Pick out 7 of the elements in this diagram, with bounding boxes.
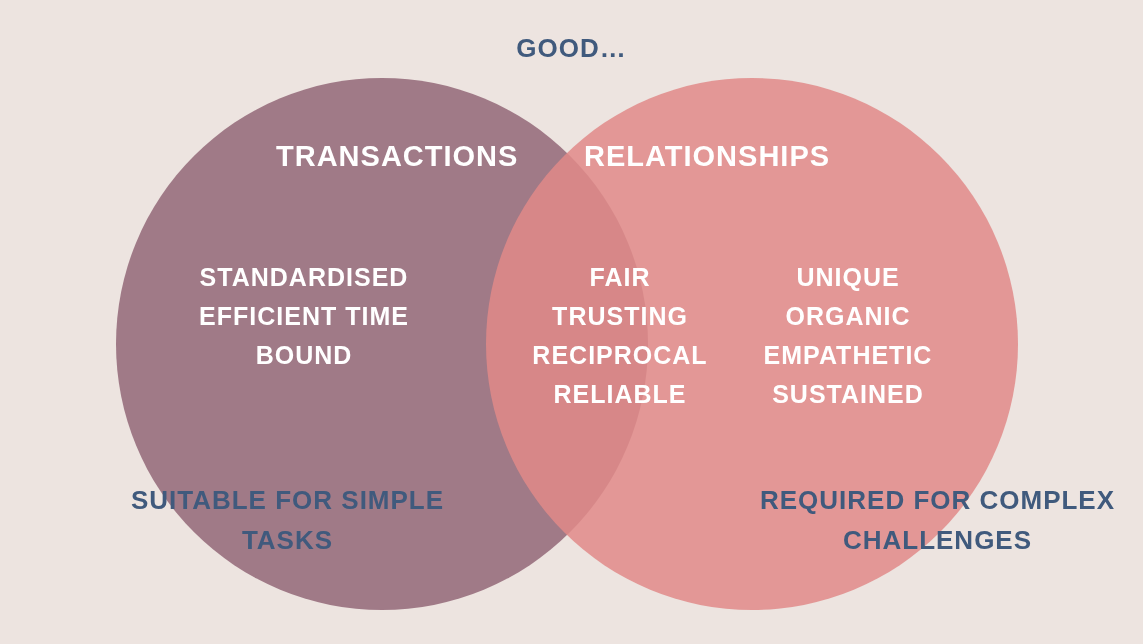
trait-list: UNIQUE ORGANIC EMPATHETIC SUSTAINED [748,258,948,414]
circle-heading: RELATIONSHIPS [584,140,831,173]
diagram-title: GOOD… [515,32,628,65]
note-text: REQUIRED FOR COMPLEX CHALLENGES [758,484,1117,557]
circle-heading: TRANSACTIONS [276,140,519,173]
trait-list: STANDARDISED EFFICIENT TIME BOUND [196,258,412,375]
trait-list: FAIR TRUSTING RECIPROCAL RELIABLE [525,258,715,414]
